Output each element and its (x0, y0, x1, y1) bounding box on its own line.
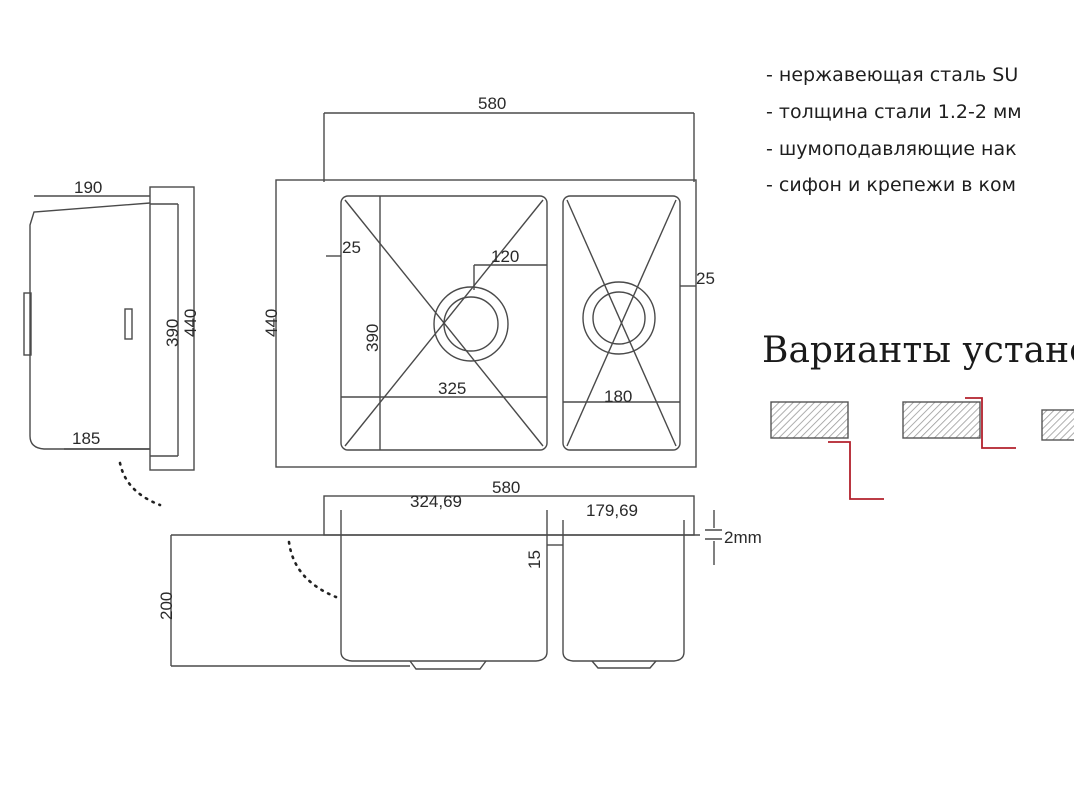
variant-3-counter (1041, 409, 1074, 441)
variant-2-sink-profile (965, 397, 1016, 449)
top-view (275, 112, 697, 468)
side-bowl-profile (29, 202, 151, 450)
dim-front-width: 580 (492, 478, 520, 497)
front-right-drain (591, 660, 657, 669)
side-drain-stub (23, 292, 32, 356)
feature-siphon: - сифон и крепежи в ком (766, 174, 1016, 196)
left-drain-outer (433, 286, 509, 362)
dim-side-bottom: 185 (72, 429, 100, 448)
sink-outline-top (275, 179, 697, 468)
side-view (23, 186, 195, 471)
dim-front-depth: 200 (157, 592, 176, 620)
front-right-bowl (562, 520, 685, 662)
side-clip (124, 308, 133, 340)
front-splash-arc (287, 540, 338, 599)
side-flange (149, 186, 195, 471)
feature-noise: - шумоподавляющие нак (766, 138, 1017, 160)
feature-steel: - нержавеющая сталь SU (766, 64, 1019, 86)
dim-top-width: 580 (478, 94, 506, 113)
install-variants-title: Варианты устано (762, 330, 1074, 371)
dim-drain-offset: 120 (491, 247, 519, 266)
right-bowl-top (562, 195, 681, 451)
dim-left-rim: 25 (342, 238, 361, 257)
left-bowl-top (340, 195, 548, 451)
install-variants (770, 401, 1074, 441)
dim-front-right-bowl: 179,69 (586, 501, 638, 520)
side-splash-arc (118, 461, 162, 507)
variant-1-sink-profile (828, 441, 884, 500)
dim-side-height-inner: 390 (163, 319, 182, 347)
front-left-bowl (340, 510, 548, 662)
feature-thickness: - толщина стали 1.2-2 мм (766, 101, 1022, 123)
variant-2-counter (902, 401, 981, 439)
left-drain-inner (443, 296, 499, 352)
dim-right-rim: 25 (696, 269, 715, 288)
dim-right-bowl-width: 180 (604, 387, 632, 406)
dim-left-bowl-width: 325 (438, 379, 466, 398)
dim-front-left-bowl: 324,69 (410, 492, 462, 511)
dim-left-bowl-height: 390 (363, 324, 382, 352)
right-drain-inner (592, 291, 646, 345)
variant-1-counter (770, 401, 849, 439)
dim-top-height: 440 (262, 309, 281, 337)
dim-side-height-outer: 440 (181, 309, 200, 337)
right-drain-outer (582, 281, 656, 355)
dim-side-depth: 190 (74, 178, 102, 197)
front-left-drain (409, 660, 487, 670)
front-view (170, 495, 722, 670)
dim-front-step: 15 (525, 550, 544, 569)
dim-thickness: 2mm (724, 528, 762, 547)
front-top-plate (323, 495, 695, 536)
